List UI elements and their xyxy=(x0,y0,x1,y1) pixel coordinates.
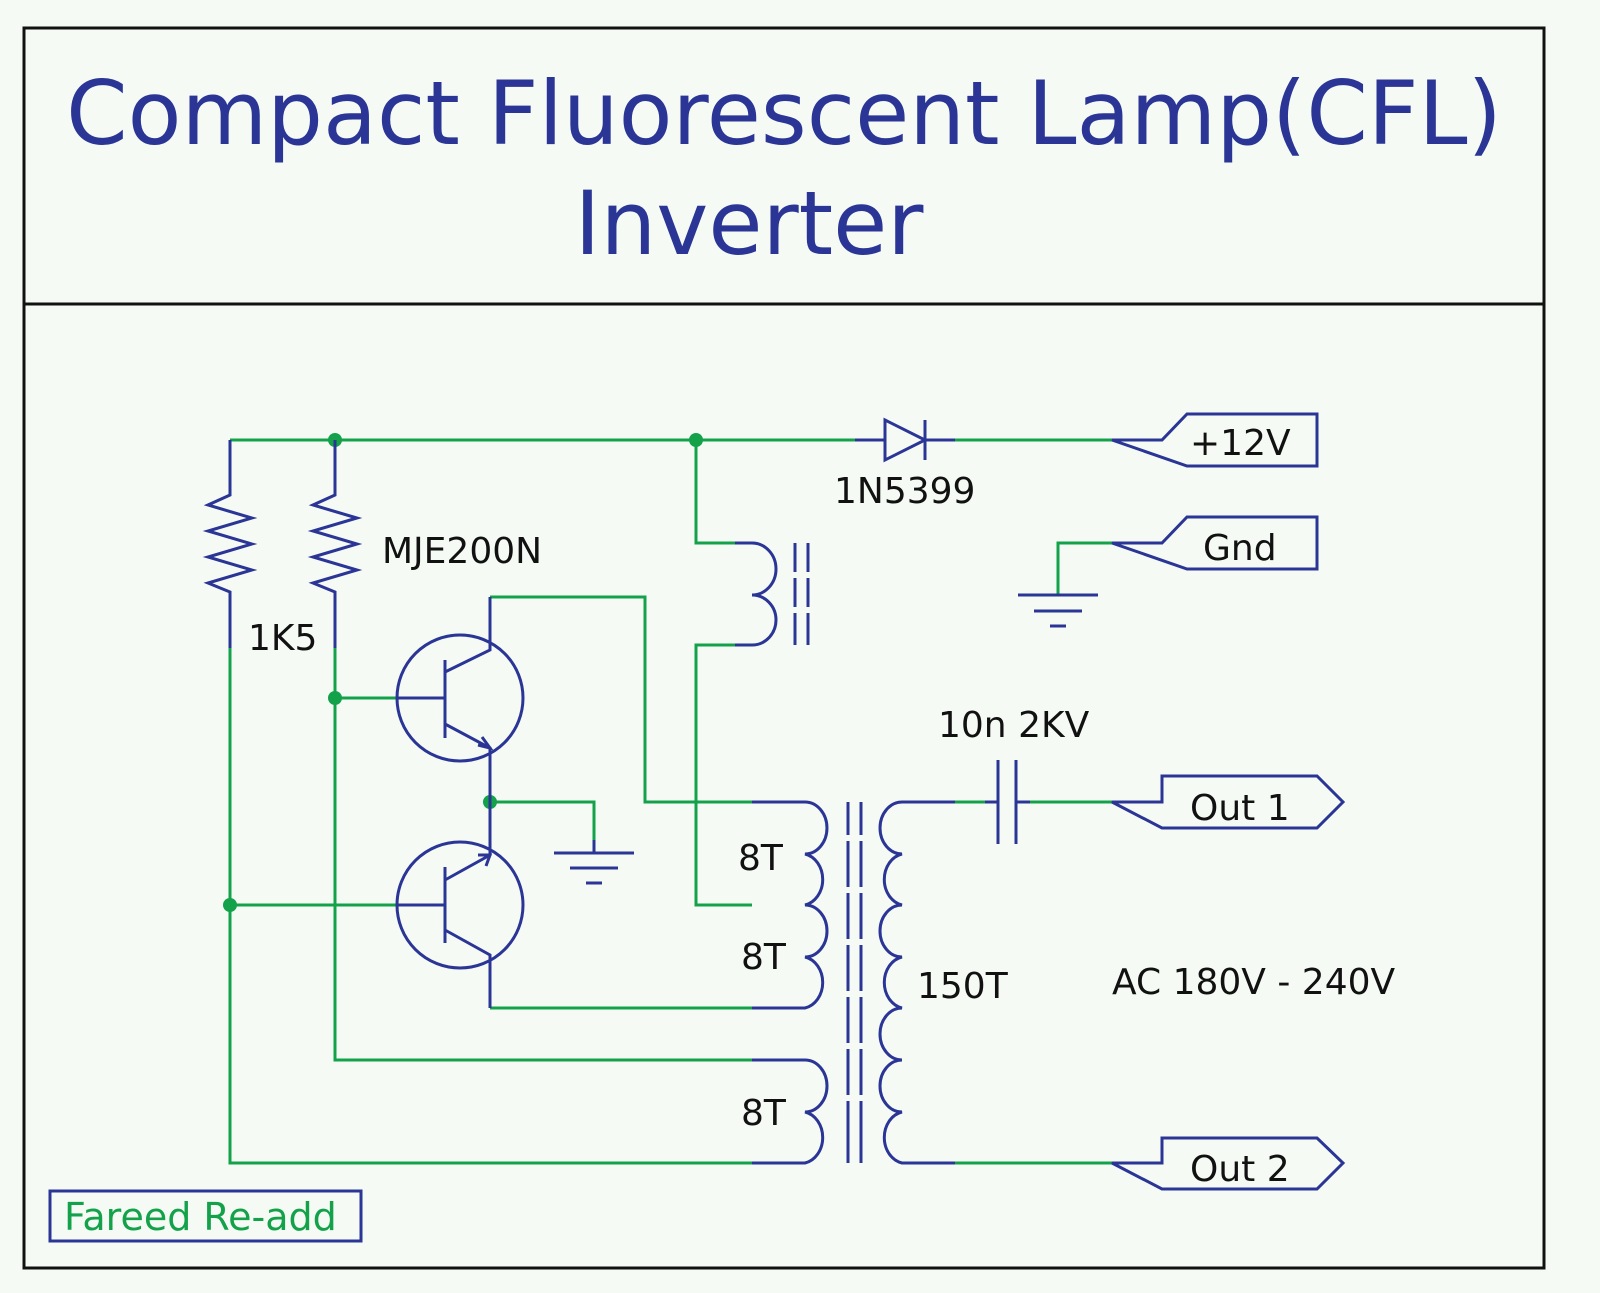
secondary-label: 150T xyxy=(917,966,1009,1007)
diode-label: 1N5399 xyxy=(834,471,975,512)
ac-range-label: AC 180V - 240V xyxy=(1112,962,1396,1003)
port-vplus-label: +12V xyxy=(1190,423,1291,464)
winding-label-a: 8T xyxy=(738,838,784,879)
wire-upper-collector xyxy=(490,595,752,804)
credit-text: Fareed Re-add xyxy=(64,1195,337,1239)
junction-dot xyxy=(328,691,342,705)
resistor-label: 1K5 xyxy=(248,618,317,659)
title-line-1: Compact Fluorescent Lamp(CFL) xyxy=(66,62,1502,165)
wire-emitter-ground xyxy=(490,800,596,840)
wire-left-resistor-loop xyxy=(228,648,752,1165)
transformer-primary xyxy=(752,800,829,1165)
winding-label-c: 8T xyxy=(741,1093,787,1134)
port-out1-label: Out 1 xyxy=(1190,788,1290,829)
winding-label-b: 8T xyxy=(741,937,787,978)
ground-symbol-gnd xyxy=(1018,593,1098,628)
capacitor-label: 10n 2KV xyxy=(938,705,1090,746)
transformer-core xyxy=(842,802,867,1163)
ground-symbol-transistors xyxy=(554,840,634,885)
diode-1n5399 xyxy=(855,417,955,463)
junctions xyxy=(223,433,703,912)
credit-box: Fareed Re-add xyxy=(48,1189,363,1243)
resistor-right xyxy=(307,440,363,648)
port-out2-label: Out 2 xyxy=(1190,1149,1290,1190)
wire-rail-to-choke xyxy=(694,440,735,545)
port-vplus: +12V xyxy=(1111,412,1319,468)
transistor-label: MJE200N xyxy=(382,531,542,572)
capacitor-10n xyxy=(985,760,1030,844)
resistor-left xyxy=(202,440,258,648)
title-line-2: Inverter xyxy=(574,172,924,275)
wires xyxy=(228,438,1112,1165)
wire-choke-to-center-tap xyxy=(694,643,752,907)
transistor-upper xyxy=(395,597,525,802)
transformer-secondary xyxy=(878,800,955,1165)
junction-dot xyxy=(223,898,237,912)
port-gnd: Gnd xyxy=(1111,515,1319,571)
outer-border xyxy=(22,26,1546,1270)
port-out1: Out 1 xyxy=(1111,774,1346,830)
transistor-lower xyxy=(395,802,525,1008)
junction-dot xyxy=(689,433,703,447)
wire-right-resistor-loop xyxy=(333,648,752,1062)
port-gnd-label: Gnd xyxy=(1203,528,1277,569)
port-out2: Out 2 xyxy=(1111,1136,1346,1191)
title-block: Compact Fluorescent Lamp(CFL) Inverter xyxy=(24,28,1544,304)
wire-gnd-port xyxy=(1056,541,1112,595)
choke-inductor xyxy=(735,541,815,647)
